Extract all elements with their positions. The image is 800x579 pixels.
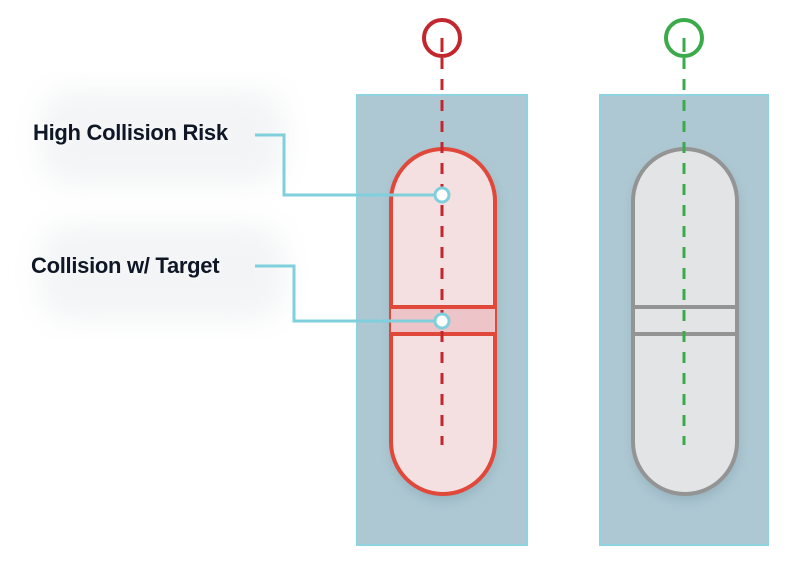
safe-panel [599, 18, 769, 546]
callout-high-risk-leader-line [255, 133, 436, 197]
callout-collision-marker [433, 312, 451, 330]
risk-panel [356, 18, 528, 546]
collision-with-target-label: Collision w/ Target [31, 253, 220, 278]
label-glow [40, 90, 285, 320]
high-collision-risk-label: High Collision Risk [33, 120, 228, 145]
callout-collision-leader-line [255, 264, 436, 323]
callout-high-risk-marker [433, 186, 451, 204]
callout-collision-with-target [255, 264, 451, 330]
callout-high-collision-risk [255, 133, 451, 204]
